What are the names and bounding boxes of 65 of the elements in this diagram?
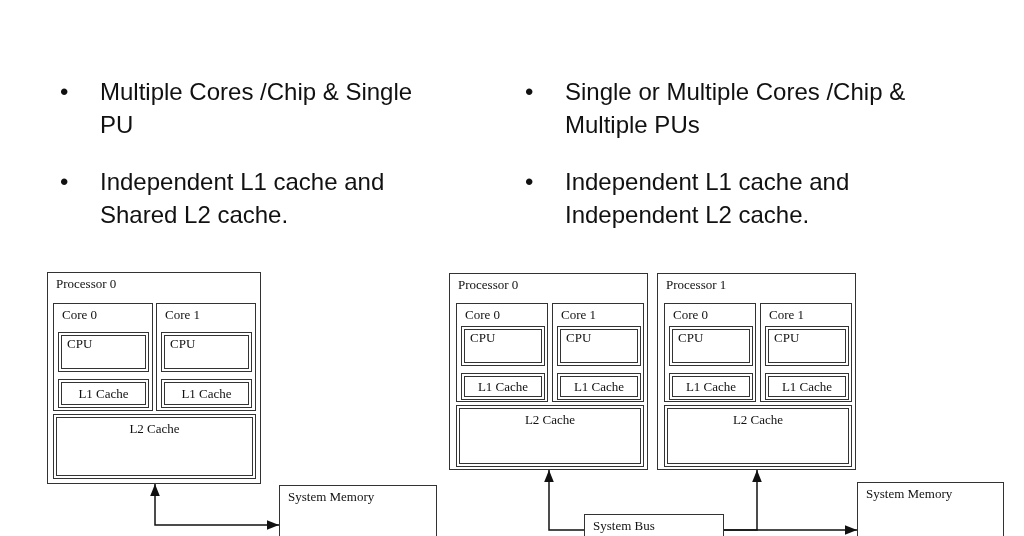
cpu-box	[461, 326, 545, 366]
core-box	[760, 303, 852, 402]
box-label: L1 Cache	[476, 378, 530, 395]
box-label: L2 Cache	[523, 412, 577, 428]
cache-box	[557, 373, 641, 400]
bullet: •	[525, 77, 534, 107]
memory-box	[857, 482, 1004, 536]
box-label: CPU	[774, 330, 800, 346]
bullet: •	[60, 77, 69, 107]
box-label: System Bus	[593, 518, 655, 534]
arrow	[150, 483, 280, 530]
bullet-text: Single or Multiple Cores /Chip & Multiple PUs	[565, 77, 907, 140]
core-box	[552, 303, 644, 402]
processor-box	[449, 273, 648, 470]
arrow	[544, 469, 585, 531]
box-label: L1 Cache	[77, 385, 130, 402]
cache-box	[53, 414, 256, 479]
bullet: •	[60, 167, 69, 197]
cache-box	[161, 379, 252, 408]
arrow	[723, 525, 858, 535]
cache-box	[58, 379, 149, 408]
box-label: L1 Cache	[180, 385, 233, 402]
cache-box	[456, 405, 644, 467]
core-box	[53, 303, 153, 411]
processor-box	[47, 272, 261, 484]
box-label: CPU	[566, 330, 592, 346]
box-label: L1 Cache	[684, 378, 738, 395]
bullet: •	[525, 167, 534, 197]
cpu-box	[58, 332, 149, 372]
box-label: CPU	[678, 330, 704, 346]
box-label: System Memory	[288, 489, 375, 505]
box-label: Core 1	[165, 307, 201, 323]
cpu-box	[557, 326, 641, 366]
bullet-text: Multiple Cores /Chip & Single PU	[100, 77, 414, 140]
box-label: L1 Cache	[572, 378, 626, 395]
cpu-box	[161, 332, 252, 372]
cache-box	[664, 405, 852, 467]
cpu-box	[765, 326, 849, 366]
box-label: Processor 0	[56, 276, 117, 292]
box-label: CPU	[470, 330, 496, 346]
core-box	[456, 303, 548, 402]
processor-box	[657, 273, 856, 470]
box-label: Core 0	[673, 307, 709, 323]
box-label: Core 1	[561, 307, 597, 323]
box-label: L2 Cache	[128, 421, 181, 437]
box-label: System Memory	[866, 486, 953, 502]
bus-box	[584, 514, 724, 536]
core-box	[664, 303, 756, 402]
box-label: Processor 1	[666, 277, 727, 293]
cache-box	[765, 373, 849, 400]
bullet-text: Independent L1 cache and Independent L2 cache.	[565, 167, 851, 230]
box-label: Processor 0	[458, 277, 519, 293]
box-label: Core 1	[769, 307, 805, 323]
box-label: Core 0	[62, 307, 98, 323]
core-box	[156, 303, 256, 411]
bullet-text: Independent L1 cache and Shared L2 cache.	[100, 167, 386, 230]
box-label: CPU	[67, 336, 93, 352]
box-label: CPU	[170, 336, 196, 352]
box-label: Core 0	[465, 307, 501, 323]
cpu-box	[669, 326, 753, 366]
box-label: L1 Cache	[780, 378, 834, 395]
cache-box	[461, 373, 545, 400]
box-label: L2 Cache	[731, 412, 785, 428]
cache-box	[669, 373, 753, 400]
memory-box	[279, 485, 437, 536]
